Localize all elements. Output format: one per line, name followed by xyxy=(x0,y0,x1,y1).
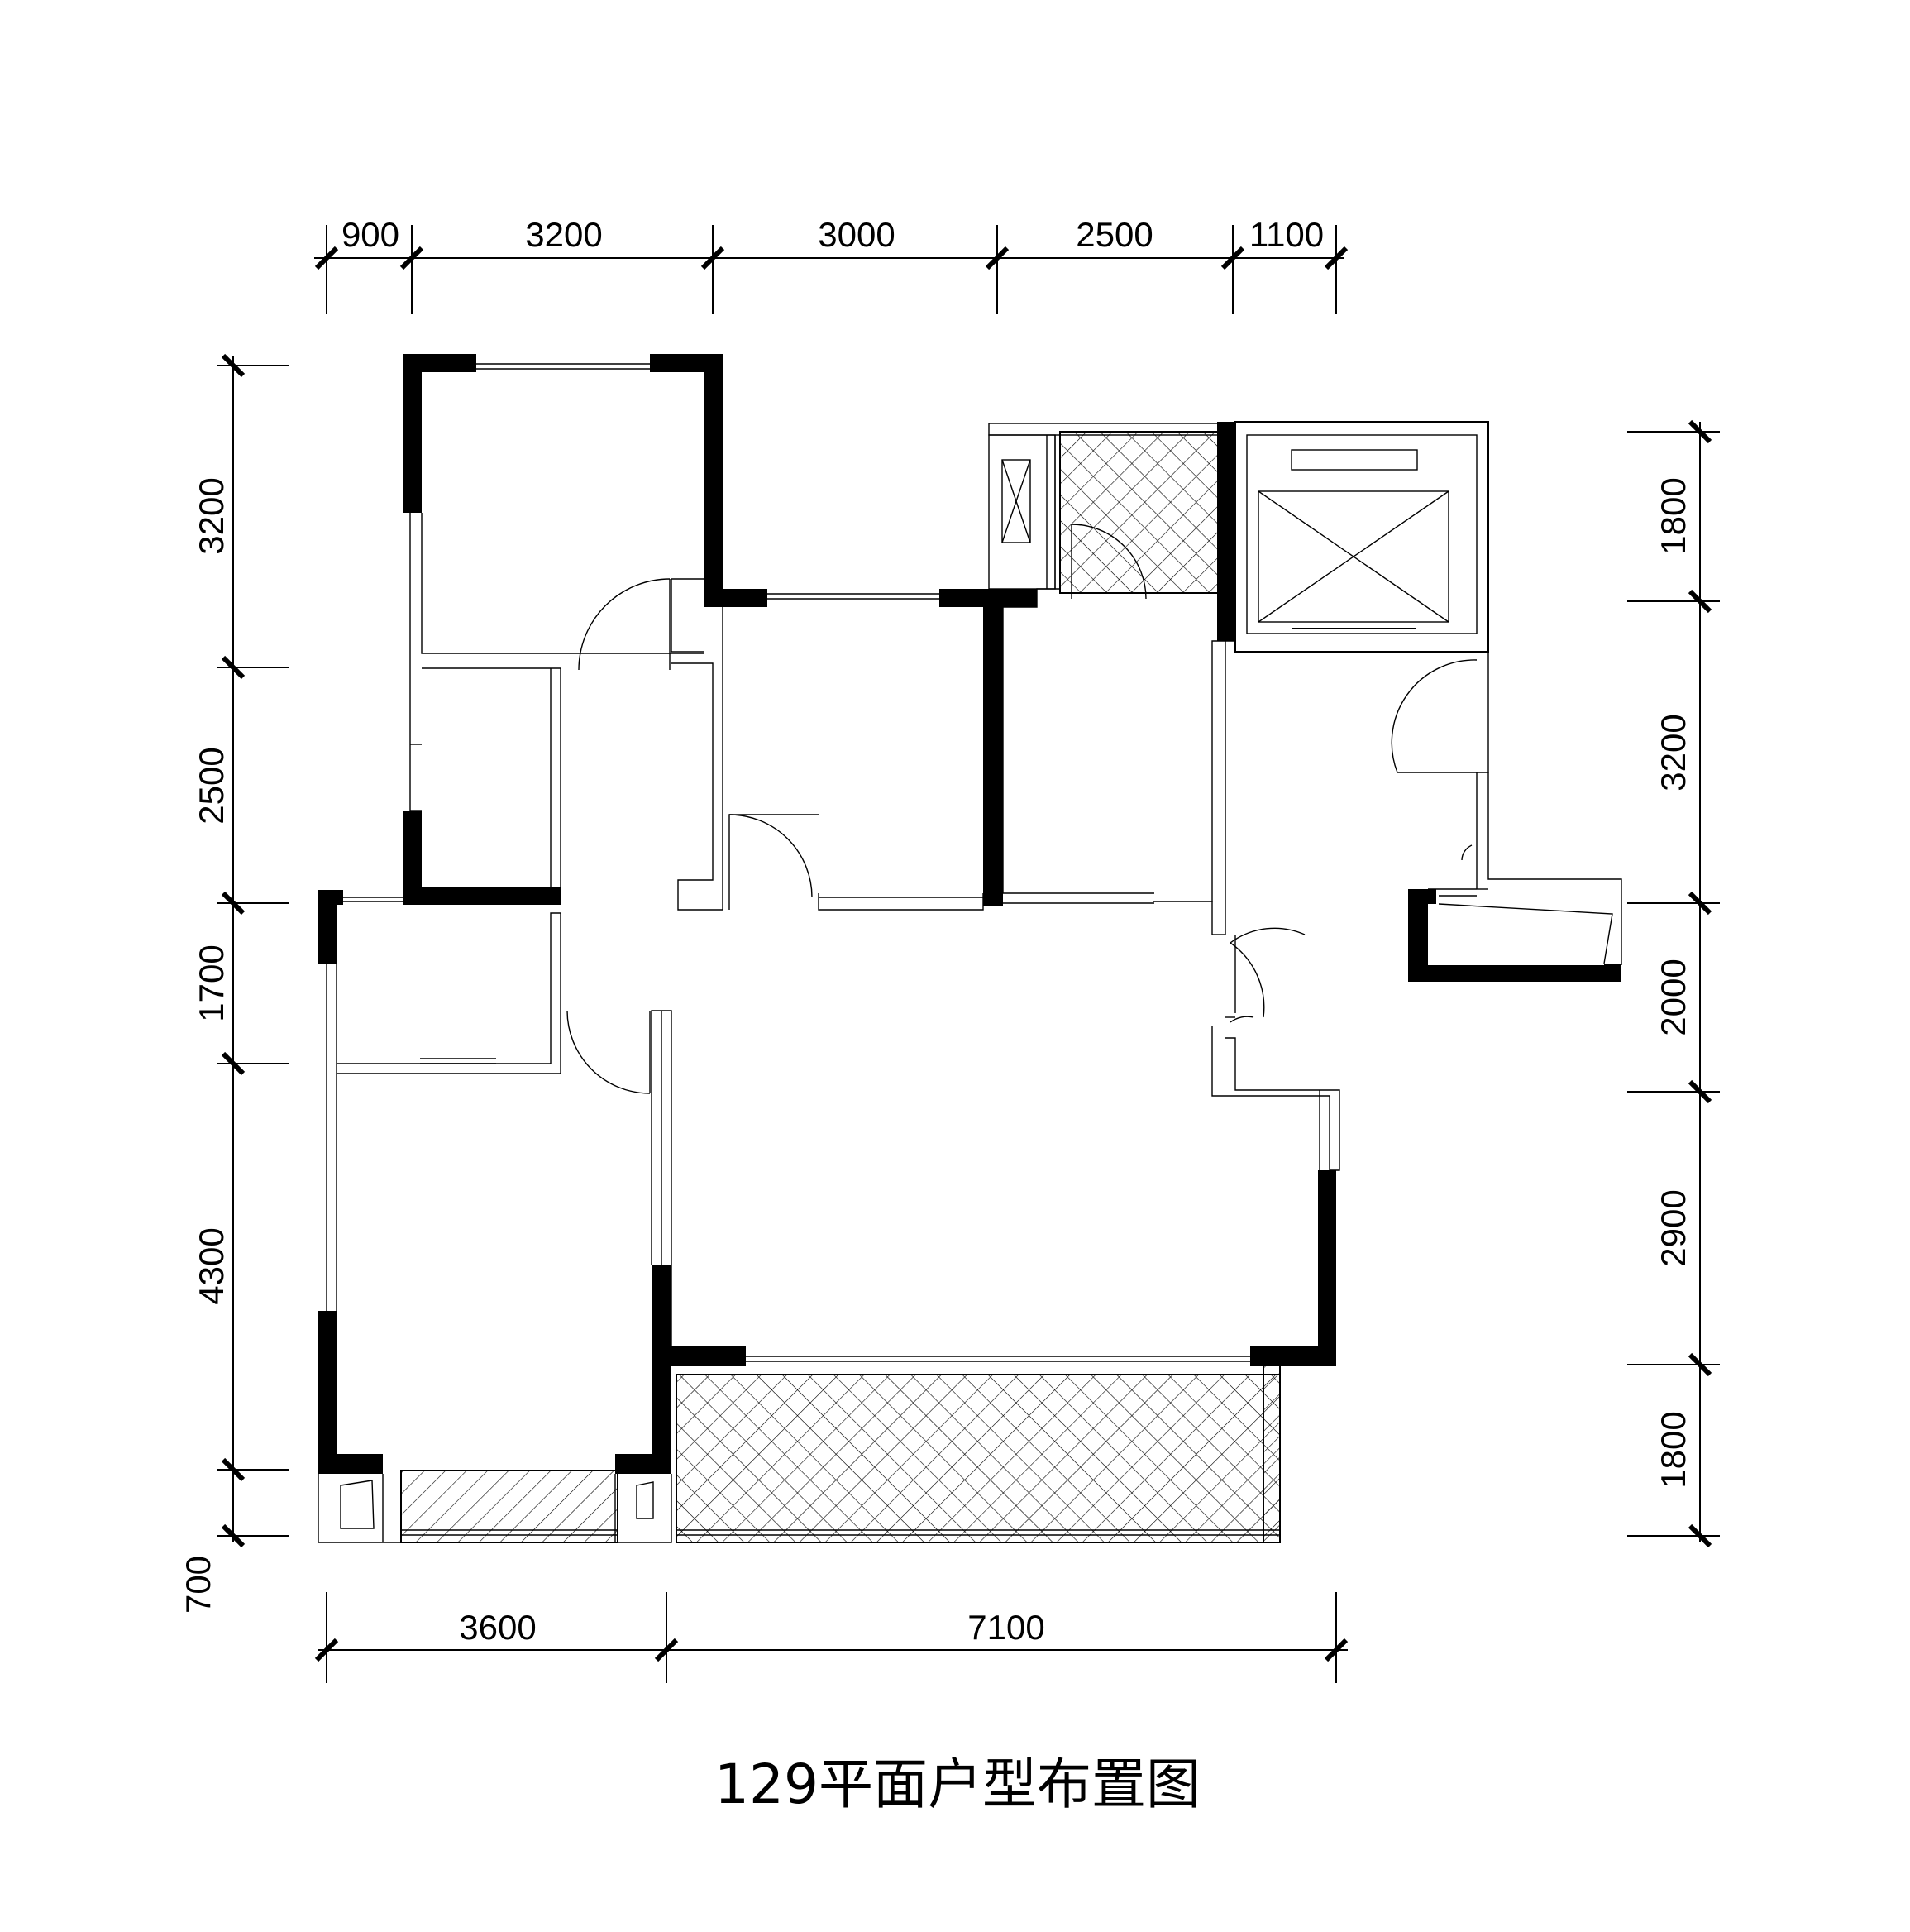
stair-balcony-detail xyxy=(1428,895,1613,964)
dim-top-1: 900 xyxy=(341,215,399,254)
dim-right-5: 1800 xyxy=(1654,1411,1693,1488)
dim-top-4: 2500 xyxy=(1076,215,1153,254)
dim-left-3: 1700 xyxy=(192,944,231,1021)
dim-top-3: 3000 xyxy=(818,215,895,254)
dim-left-1: 3200 xyxy=(192,477,231,554)
dim-left-2: 2500 xyxy=(192,747,231,824)
dim-left-4: 4300 xyxy=(192,1227,231,1304)
structural-walls xyxy=(318,354,1621,1474)
plan-title: 129平面户型布置图 xyxy=(714,1753,1201,1816)
dim-right-1: 1800 xyxy=(1654,477,1693,554)
utility-balcony xyxy=(988,423,1234,594)
dim-bottom-1: 3600 xyxy=(459,1608,536,1647)
dim-right-4: 2900 xyxy=(1654,1189,1693,1266)
dimension-right: 1800 3200 2000 2900 1800 xyxy=(1627,419,1720,1548)
dimension-top: 900 3200 3000 2500 1100 xyxy=(314,215,1349,314)
dim-top-5: 1100 xyxy=(1249,215,1324,254)
dim-right-3: 2000 xyxy=(1654,959,1693,1035)
dim-top-2: 3200 xyxy=(525,215,602,254)
elevator-shaft xyxy=(1234,421,1489,653)
dim-right-2: 3200 xyxy=(1654,714,1693,791)
utility-shaft xyxy=(988,434,1056,590)
dim-left-5: 700 xyxy=(179,1556,217,1614)
balcony-small xyxy=(400,1470,618,1543)
balcony-main xyxy=(676,1364,1281,1543)
dimension-bottom: 3600 7100 xyxy=(314,1592,1349,1683)
door-swings xyxy=(566,524,1478,1094)
dimension-left: 3200 2500 1700 4300 700 xyxy=(179,353,289,1614)
dim-bottom-2: 7100 xyxy=(967,1608,1044,1647)
balcony-posts xyxy=(340,1480,654,1529)
